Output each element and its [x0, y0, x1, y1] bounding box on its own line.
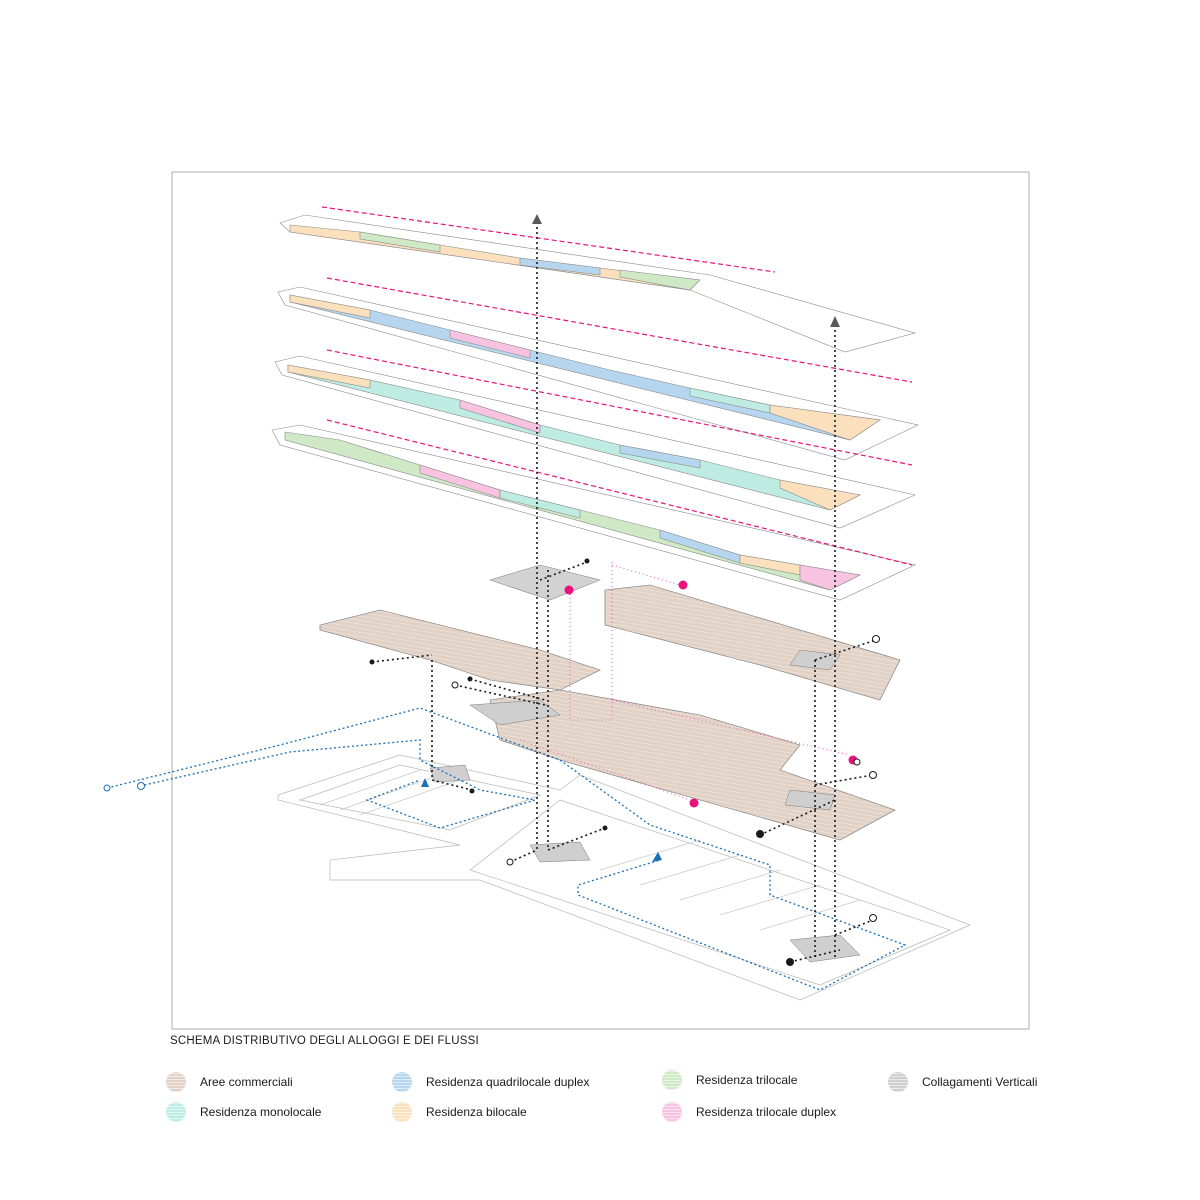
diagram-caption: SCHEMA DISTRIBUTIVO DEGLI ALLOGGI E DEI … [170, 1035, 479, 1047]
vertical-movement [371, 222, 877, 963]
ground-level-plan [277, 754, 971, 1001]
residential-floor-3 [277, 286, 919, 461]
residential-floor-top [279, 214, 917, 353]
vertical-cores [429, 649, 861, 963]
entry-points-filled [369, 558, 794, 966]
vehicular-flow [106, 707, 907, 991]
commercial-pedestrian-flows [519, 562, 851, 801]
residential-flow-arrows [321, 206, 913, 566]
vehicular-flow-arrowheads [421, 778, 662, 862]
commercial-access-points [564, 580, 858, 808]
residential-floor-2 [274, 355, 916, 529]
vertical-movement-arrowheads [532, 214, 840, 327]
entry-points-open [451, 635, 880, 922]
commercial-level-upper [319, 564, 901, 701]
residential-floor-1 [271, 424, 916, 601]
diagram-frame [171, 171, 1030, 1030]
vehicular-flow-endpoints [103, 782, 145, 792]
